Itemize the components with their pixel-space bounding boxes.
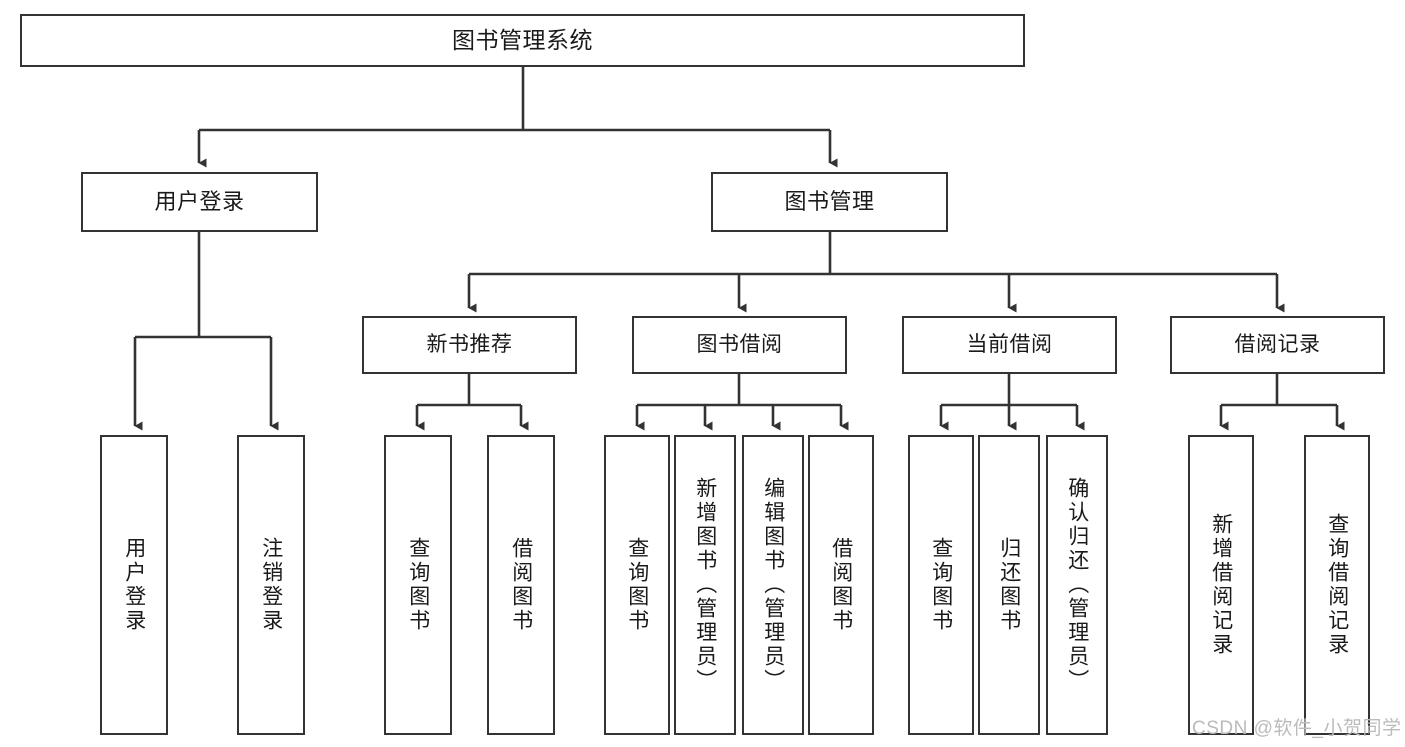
leaf-current-borrow-query[interactable]: 查询图书 [908, 435, 974, 735]
node-label: 确认归还（管理员） [1065, 477, 1089, 693]
node-new-book-recommend[interactable]: 新书推荐 [362, 316, 577, 374]
node-label: 新增图书（管理员） [693, 477, 717, 693]
node-label: 图书管理 [784, 189, 875, 215]
node-label: 用户登录 [154, 189, 245, 215]
watermark-text: CSDN @软件_小贺同学 [1192, 718, 1402, 739]
node-label: 新书推荐 [426, 332, 513, 356]
node-label: 图书借阅 [696, 332, 783, 356]
leaf-book-borrow-edit[interactable]: 编辑图书（管理员） [742, 435, 804, 735]
node-label: 新增借阅记录 [1209, 513, 1233, 657]
leaf-new-book-query[interactable]: 查询图书 [384, 435, 452, 735]
leaf-user-login-login[interactable]: 用户登录 [100, 435, 168, 735]
leaf-borrow-record-query[interactable]: 查询借阅记录 [1304, 435, 1370, 735]
leaf-new-book-borrow[interactable]: 借阅图书 [487, 435, 555, 735]
node-label: 图书管理系统 [452, 26, 593, 53]
node-current-borrow[interactable]: 当前借阅 [902, 316, 1117, 374]
node-book-borrow[interactable]: 图书借阅 [632, 316, 847, 374]
node-label: 查询借阅记录 [1325, 513, 1349, 657]
node-label: 查询图书 [929, 537, 953, 633]
node-label: 借阅图书 [829, 537, 853, 633]
node-book-management[interactable]: 图书管理 [711, 172, 948, 232]
leaf-current-borrow-confirm[interactable]: 确认归还（管理员） [1046, 435, 1108, 735]
leaf-book-borrow-query[interactable]: 查询图书 [604, 435, 670, 735]
leaf-borrow-record-add[interactable]: 新增借阅记录 [1188, 435, 1254, 735]
node-label: 查询图书 [406, 537, 430, 633]
node-label: 用户登录 [122, 537, 146, 633]
node-label: 归还图书 [997, 537, 1021, 633]
node-label: 借阅记录 [1234, 332, 1321, 356]
node-root-system[interactable]: 图书管理系统 [20, 14, 1025, 67]
node-label: 注销登录 [259, 537, 283, 633]
node-borrow-record[interactable]: 借阅记录 [1170, 316, 1385, 374]
node-user-login[interactable]: 用户登录 [81, 172, 318, 232]
leaf-user-login-logout[interactable]: 注销登录 [237, 435, 305, 735]
node-label: 查询图书 [625, 537, 649, 633]
leaf-book-borrow-add[interactable]: 新增图书（管理员） [674, 435, 736, 735]
leaf-current-borrow-return[interactable]: 归还图书 [978, 435, 1040, 735]
node-label: 借阅图书 [509, 537, 533, 633]
node-label: 编辑图书（管理员） [761, 477, 785, 693]
leaf-book-borrow-borrow[interactable]: 借阅图书 [808, 435, 874, 735]
node-label: 当前借阅 [966, 332, 1053, 356]
